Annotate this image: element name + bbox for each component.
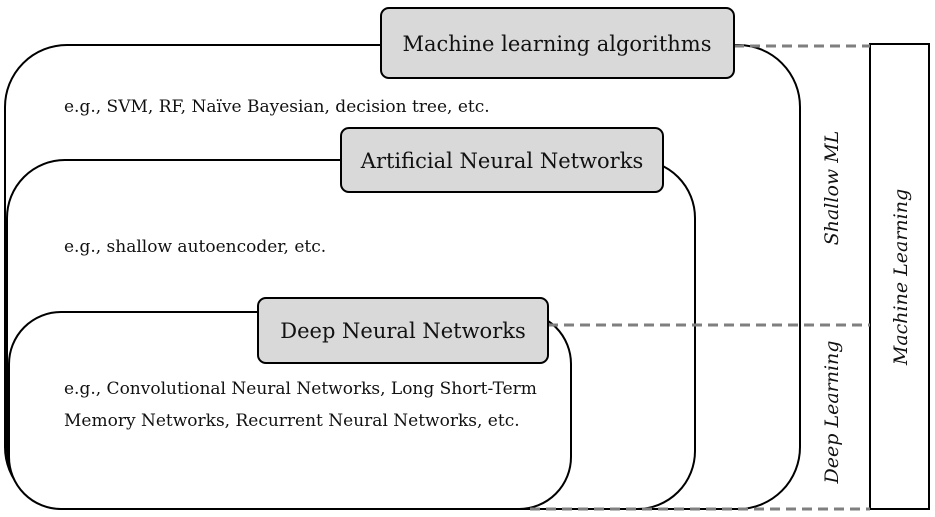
dashed-connectors [530,44,870,511]
ann-examples: e.g., shallow autoencoder, etc. [64,237,326,257]
ml-algorithms-title-box [380,7,735,79]
machine-learning-label: Machine Learning [890,189,912,366]
dnn-title: Deep Neural Networks [280,319,526,343]
dnn-title-box [257,297,549,364]
ml-algorithms-title: Machine learning algorithms [403,32,712,56]
deep-learning-label: Deep Learning [821,341,843,485]
dnn-examples-line1: e.g., Convolutional Neural Networks, Lon… [64,379,537,399]
machine-learning-box [869,43,930,510]
shallow-ml-label: Shallow ML [821,131,843,246]
ann-title: Artificial Neural Networks [360,149,643,173]
dnn-examples-line2: Memory Networks, Recurrent Neural Networ… [64,411,520,431]
ml-algorithms-examples: e.g., SVM, RF, Naïve Bayesian, decision … [64,97,490,117]
ann-title-box [340,127,664,193]
